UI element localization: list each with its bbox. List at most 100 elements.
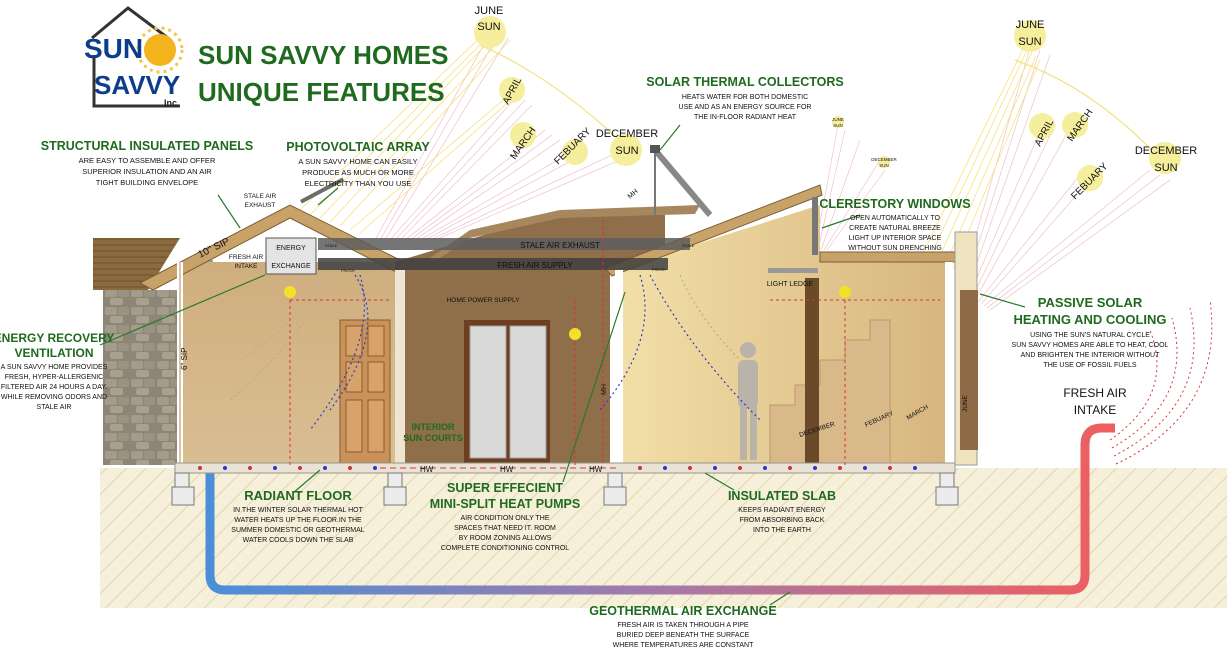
radiant-desc-3: SUMMER DOMESTIC OR GEOTHERMAL (231, 527, 365, 534)
sun-discs-tiny (832, 116, 890, 168)
slab-pipes (198, 466, 917, 470)
erv-title-1: ENERGY RECOVERY (0, 331, 114, 345)
hw-label-1: HW (420, 465, 434, 474)
minisplit-desc-1: AIR CONDITION ONLY THE (460, 515, 549, 522)
leader-lines (99, 124, 1026, 606)
sun-left-june-2: SUN (477, 21, 500, 33)
radiant-desc-4: WATER COOLS DOWN THE SLAB (243, 537, 354, 544)
pv-desc-3: ELECTRICITY THAN YOU USE (305, 179, 412, 188)
passive-desc-3: AND BRIGHTEN THE INTERIOR WITHOUT (1021, 352, 1160, 359)
center-roof (430, 205, 700, 262)
home-power-label: HOME POWER SUPPLY (447, 297, 521, 304)
fresh-tag-right: FRESH (652, 267, 666, 272)
pendant-light (569, 328, 581, 340)
passive-desc-1: USING THE SUN'S NATURAL CYCLE (1030, 332, 1150, 339)
geothermal-pipe (205, 290, 1115, 595)
clerestory-desc-1: OPEN AUTOMATICALLY TO (850, 215, 940, 222)
airflow-swirls (229, 274, 761, 431)
ceiling-light (284, 286, 296, 298)
sun-tiny-dec-1: DECEMBER (871, 157, 897, 162)
thermal-desc-1: HEATS WATER FOR BOTH DOMESTIC (682, 94, 808, 101)
clerestory-desc-4: WITHOUT SUN DRENCHING (848, 245, 942, 252)
sun-tiny-june-1: JUNE (832, 117, 844, 122)
minisplit-desc-2: SPACES THAT NEED IT. ROOM (454, 525, 556, 532)
sun-left-june-1: JUNE (475, 5, 504, 17)
sun-rays-left (374, 29, 621, 241)
radiant-title: RADIANT FLOOR (244, 488, 352, 503)
center-wall-left (395, 270, 405, 465)
radiant-desc-2: WATER HEATS UP THE FLOOR.IN THE (234, 517, 362, 524)
stale-air-duct (318, 238, 690, 250)
sip6-label: 6" SIP (180, 348, 189, 370)
title-line2: UNIQUE FEATURES (198, 77, 445, 107)
logo-inc: Inc. (164, 98, 180, 108)
passive-desc-4: THE USE OF FOSSIL FUELS (1043, 362, 1136, 369)
stone-wall (103, 290, 178, 465)
slab-desc-3: INTO THE EARTH (753, 527, 811, 534)
minisplit-title-1: SUPER EFFECIENT (447, 481, 563, 495)
solar-thermal-collector (650, 145, 713, 217)
sun-tiny-june-2: SUN (833, 123, 843, 128)
erv-desc-4: WHILE REMOVING ODORS AND (1, 394, 107, 401)
sip-desc-1: ARE EASY TO ASSEMBLE AND OFFER (79, 156, 216, 165)
geo-desc-1: FRESH AIR IS TAKEN THROUGH A PIPE (617, 622, 748, 629)
right-low-roof (819, 251, 976, 263)
slab-title: INSULATED SLAB (728, 489, 836, 503)
thermal-title: SOLAR THERMAL COLLECTORS (646, 75, 843, 89)
sun-right-dec-1: DECEMBER (1135, 145, 1197, 157)
fresh-air-waves (1109, 299, 1213, 465)
pv-title: PHOTOVOLTAIC ARRAY (286, 140, 430, 154)
sun-right-june-2: SUN (1018, 36, 1041, 48)
clerestory-title: CLERESTORY WINDOWS (819, 197, 970, 211)
right-roof (604, 184, 823, 277)
erv-desc-5: STALE AIR (37, 404, 72, 411)
passive-title-2: HEATING AND COOLING (1013, 312, 1166, 327)
post (805, 278, 819, 463)
pv-desc-1: A SUN SAVVY HOME CAN EASILY (298, 157, 417, 166)
geo-desc-2: BURIED DEEP BENEATH THE SURFACE (617, 632, 750, 639)
passive-title-1: PASSIVE SOLAR (1038, 295, 1143, 310)
sun-discs-left (474, 16, 642, 166)
fresh-air-intake-1: FRESH AIR (1063, 386, 1127, 400)
sun-left-dec-1: DECEMBER (596, 128, 658, 140)
pv-panel (299, 177, 345, 204)
thermal-desc-2: USE AND AS AN ENERGY SOURCE FOR (679, 104, 812, 111)
erv-desc-3: FILTERED AIR 24 HOURS A DAY. (1, 384, 107, 391)
pv-desc-2: PRODUCE AS MUCH OR MORE (302, 168, 414, 177)
footings (171, 472, 959, 506)
slab-desc-2: FROM ABSORBING BACK (740, 517, 825, 524)
radiant-desc-1: IN THE WINTER SOLAR THERMAL HOT (233, 507, 363, 514)
geo-title: GEOTHERMAL AIR EXCHANGE (589, 604, 777, 618)
stale-tag-right: STALE (682, 243, 695, 248)
fresh-duct-label: FRESH AIR SUPPLY (497, 261, 573, 270)
clerestory-window (812, 197, 818, 255)
erv-unit (265, 237, 317, 275)
erv-desc-1: A SUN SAVVY HOME PROVIDES (1, 364, 108, 371)
light-ledge-label: LIGHT LEDGE (767, 281, 813, 288)
clerestory-desc-3: LIGHT UP INTERIOR SPACE (849, 235, 942, 242)
sun-right-dec-2: SUN (1154, 162, 1177, 174)
clerestory-desc-2: CREATE NATURAL BREEZE (849, 225, 941, 232)
logo (91, 6, 184, 108)
fresh-intake-label-2: INTAKE (235, 263, 259, 270)
erv-title-2: VENTILATION (14, 346, 93, 360)
minisplit-desc-3: BY ROOM ZONING ALLOWS (459, 535, 552, 542)
stale-exhaust-label-2: EXHAUST (245, 202, 276, 209)
stale-duct-label: STALE AIR EXHAUST (520, 241, 600, 250)
hw-label-3: HW (589, 465, 603, 474)
neighbor-roof (93, 238, 180, 290)
erv-unit-label-1: ENERGY (276, 245, 306, 252)
sip-title: STRUCTURAL INSULATED PANELS (41, 139, 254, 153)
passive-desc-2: SUN SAVVY HOMES ARE ABLE TO HEAT, COOL (1012, 342, 1169, 349)
sun-left-dec-2: SUN (615, 145, 638, 157)
earth (100, 468, 1227, 608)
sun-rays-left-yellow (299, 27, 521, 234)
erv-desc-2: FRESH, HYPER-ALLERGENIC (5, 374, 103, 381)
ceiling-light-right (839, 286, 851, 298)
light-ledge-bar (768, 268, 818, 273)
stale-tag-left: STALE (325, 243, 338, 248)
suncourts-1: INTERIOR (411, 422, 455, 432)
electrical-lines (289, 220, 940, 469)
mh-label-1: MH (627, 188, 640, 200)
